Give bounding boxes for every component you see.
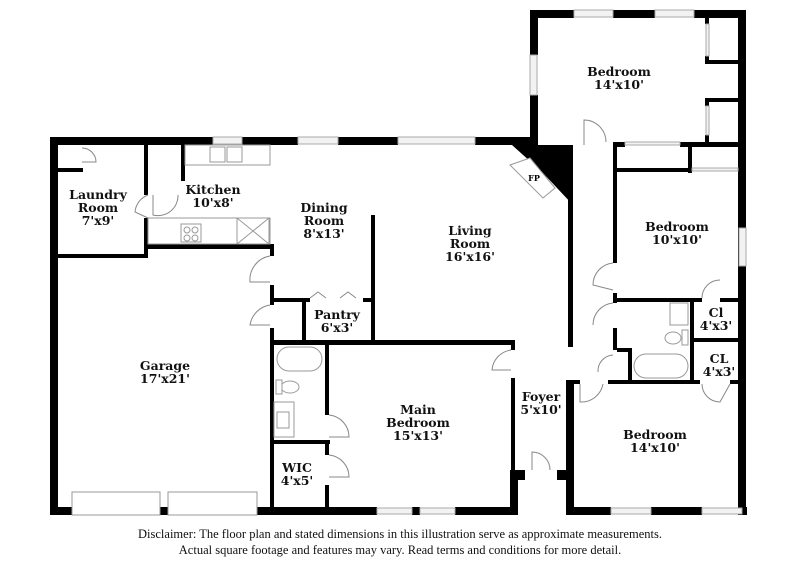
room-dimensions: 10'x8' xyxy=(192,195,234,210)
room-label-bedroom-top: Bedroom 14'x10' xyxy=(587,65,651,91)
room-label-bedroom-mid: Bedroom 10'x10' xyxy=(645,220,709,246)
room-dimensions: 14'x10' xyxy=(630,440,680,455)
room-name: CL xyxy=(709,351,729,366)
room-name: Cl xyxy=(708,305,724,320)
room-name-line2: Room xyxy=(449,236,491,251)
room-label-closet-2: CL 4'x3' xyxy=(703,352,736,378)
room-name: Laundry xyxy=(69,187,127,202)
room-label-main-bedroom: Main Bedroom 15'x13' xyxy=(386,403,450,442)
room-dimensions: 16'x16' xyxy=(445,249,495,264)
windows xyxy=(71,9,747,516)
disclaimer-line-1: Disclaimer: The floor plan and stated di… xyxy=(138,527,662,541)
room-dimensions: 5'x10' xyxy=(520,402,562,417)
room-name: Main xyxy=(400,402,436,417)
fireplace-label: FP xyxy=(528,173,540,183)
room-dimensions: 10'x10' xyxy=(652,232,702,247)
room-label-pantry: Pantry 6'x3' xyxy=(314,308,360,334)
room-label-foyer: Foyer 5'x10' xyxy=(520,390,561,416)
room-name: Pantry xyxy=(314,307,360,322)
room-label-laundry: Laundry Room 7'x9' xyxy=(69,188,127,227)
room-dimensions: 8'x13' xyxy=(303,226,345,241)
doors xyxy=(81,23,739,478)
room-name-line2: Room xyxy=(77,200,119,215)
room-name-line2: Room xyxy=(303,213,345,228)
room-label-living: Living Room 16'x16' xyxy=(445,224,495,263)
room-name: WIC xyxy=(282,460,312,475)
room-name: Kitchen xyxy=(185,182,241,197)
room-dimensions: 4'x3' xyxy=(702,364,736,379)
room-label-bedroom-bottom: Bedroom 14'x10' xyxy=(623,428,687,454)
room-name: Living xyxy=(448,223,492,238)
disclaimer-line-2: Actual square footage and features may v… xyxy=(178,543,622,557)
room-name: Bedroom xyxy=(587,64,651,79)
room-dimensions: 7'x9' xyxy=(81,213,115,228)
interior-walls xyxy=(58,18,738,513)
room-label-closet-1: Cl 4'x3' xyxy=(700,306,733,332)
room-dimensions: 6'x3' xyxy=(320,320,354,335)
room-label-garage: Garage 17'x21' xyxy=(140,359,190,385)
room-label-kitchen: Kitchen 10'x8' xyxy=(185,183,240,209)
room-name: Garage xyxy=(139,358,191,373)
room-name-line2: Bedroom xyxy=(386,415,450,430)
room-name: Bedroom xyxy=(623,427,687,442)
room-name: Dining xyxy=(300,200,348,215)
room-dimensions: 17'x21' xyxy=(140,371,190,386)
room-dimensions: 4'x3' xyxy=(699,318,733,333)
disclaimer: Disclaimer: The floor plan and stated di… xyxy=(0,526,800,558)
room-name: Bedroom xyxy=(645,219,709,234)
fixtures xyxy=(147,144,689,438)
room-label-wic: WIC 4'x5' xyxy=(281,461,314,487)
room-dimensions: 14'x10' xyxy=(594,77,644,92)
room-name: Foyer xyxy=(521,389,561,404)
room-label-dining: Dining Room 8'x13' xyxy=(300,201,347,240)
room-dimensions: 4'x5' xyxy=(280,473,314,488)
room-dimensions: 15'x13' xyxy=(393,428,443,443)
